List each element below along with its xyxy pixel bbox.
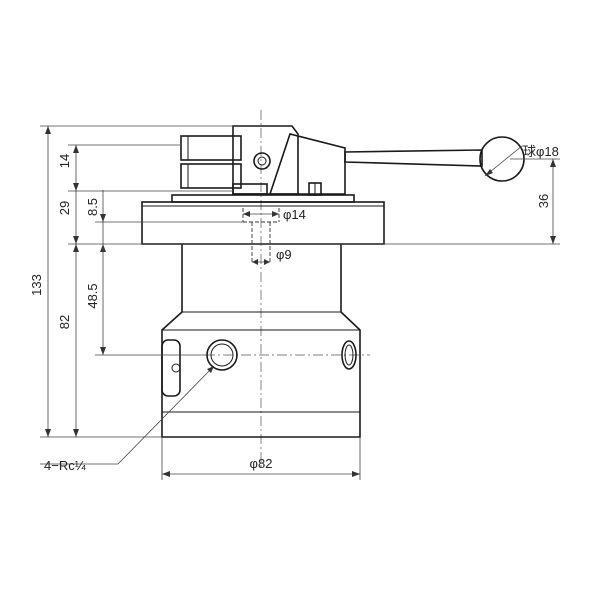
label-bore-diameter: φ14 [283,207,306,222]
upper-block [180,135,242,161]
label-ball-offset: 36 [536,194,551,208]
label-ball-diameter: 球φ18 [523,144,559,159]
label-port-diameter: φ9 [276,247,292,262]
label-total-height: 133 [29,274,44,296]
label-handle-height: 14 [57,154,72,168]
pivot-pin [253,152,271,170]
flange [141,194,385,262]
label-lower-height: 82 [57,315,72,329]
dimension-labels: 133 14 29 82 8.5 48.5 36 φ14 φ9 φ82 球φ18… [29,144,559,473]
extension-lines [40,125,560,480]
dimension-lines [40,126,556,477]
label-body-diameter: φ82 [250,456,273,471]
handle-mechanism [180,125,525,196]
label-port-thread: 4−Rc¼ [44,458,86,473]
label-flange-thickness: 8.5 [85,198,100,216]
label-upper-height: 29 [57,201,72,215]
lower-block [180,163,242,189]
lever-rod [344,149,483,167]
left-side-port [161,339,181,397]
label-port-height: 48.5 [85,283,100,308]
valve-body [161,244,361,438]
right-side-port [341,340,357,370]
